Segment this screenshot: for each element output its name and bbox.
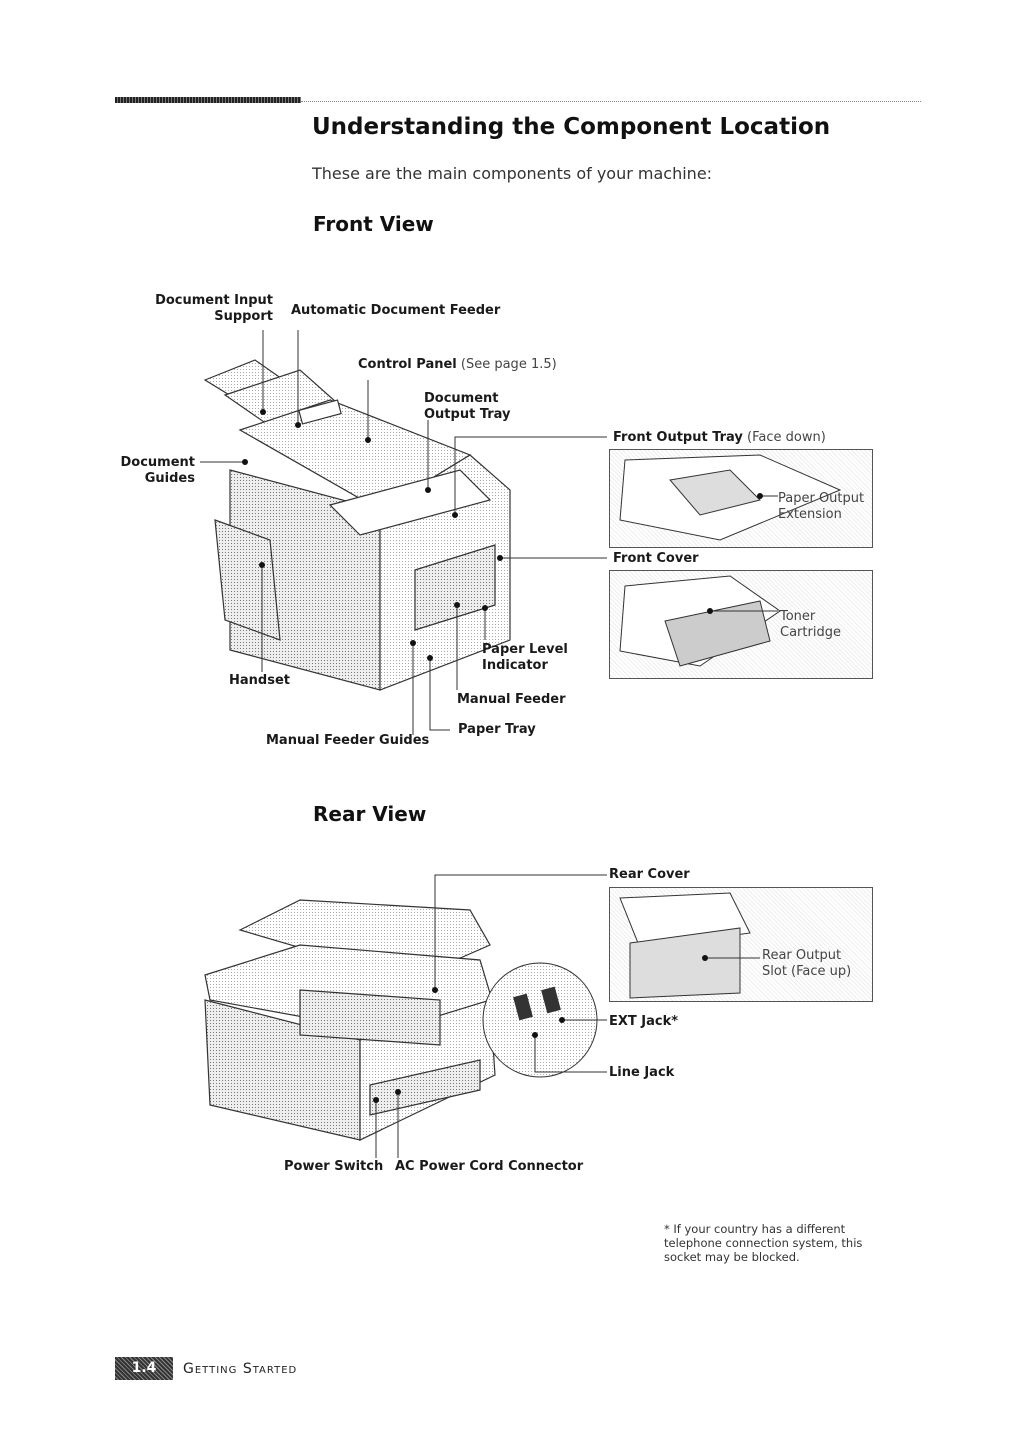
label-toner-2: Cartridge: [780, 625, 841, 640]
front-cover-inset: [609, 570, 873, 679]
page-number-badge: 1.4: [115, 1357, 173, 1380]
rear-callout-dots: [373, 987, 565, 1103]
label-paper-level-1: Paper Level: [482, 642, 568, 657]
front-output-inset: [609, 449, 873, 548]
label-paper-output-extension-1: Paper Output: [778, 491, 865, 506]
header-rule: [301, 101, 921, 102]
label-automatic-document-feeder: Automatic Document Feeder: [291, 303, 501, 318]
rear-callout-lines: [375, 874, 607, 1158]
label-document-output-tray-2: Output Tray: [424, 407, 511, 422]
toner-cartridge-illustration: [619, 575, 781, 667]
label-front-cover: Front Cover: [613, 551, 699, 566]
label-paper-tray: Paper Tray: [458, 722, 536, 737]
label-document-output-tray-1: Document: [424, 391, 499, 406]
label-front-output-tray-note: (Face down): [747, 430, 826, 445]
label-handset: Handset: [229, 673, 290, 688]
jack-callout-circle: [482, 962, 598, 1078]
label-power-switch: Power Switch: [284, 1159, 384, 1174]
front-callout-lines: [200, 330, 607, 735]
footnote: * If your country has a different teleph…: [664, 1222, 862, 1264]
label-document-input-support-2: Support: [214, 309, 273, 324]
paper-output-extension-illustration: [619, 454, 842, 541]
rear-output-slot-illustration: [619, 892, 760, 999]
label-document-guides-2: Guides: [144, 471, 195, 486]
front-view-heading: Front View: [313, 212, 434, 236]
footnote-line-1: * If your country has a different: [664, 1222, 846, 1236]
label-front-output-tray-name: Front Output Tray: [613, 430, 743, 445]
label-front-output-tray: Front Output Tray (Face down): [613, 430, 826, 446]
label-rear-output-2: Slot (Face up): [762, 964, 852, 979]
label-rear-output-1: Rear Output: [762, 948, 842, 963]
label-paper-output-extension-2: Extension: [778, 507, 842, 522]
footnote-line-3: socket may be blocked.: [664, 1250, 800, 1264]
rear-cover-inset: [609, 887, 873, 1002]
label-ext-jack: EXT Jack*: [609, 1014, 679, 1029]
fax-machine-rear: [204, 899, 496, 1141]
label-control-panel: Control Panel (See page 1.5): [358, 357, 557, 373]
rear-view-heading: Rear View: [313, 802, 427, 826]
label-manual-feeder: Manual Feeder: [457, 692, 566, 707]
page-title: Understanding the Component Location: [312, 114, 831, 140]
label-document-guides-1: Document: [120, 455, 195, 470]
header-decor-bar: [115, 97, 301, 103]
label-control-panel-note: (See page 1.5): [460, 357, 557, 372]
label-rear-cover: Rear Cover: [609, 867, 690, 882]
front-callout-dots: [242, 409, 503, 661]
intro-text: These are the main components of your ma…: [312, 164, 713, 183]
label-paper-level-2: Indicator: [482, 658, 548, 673]
label-ac-power-connector: AC Power Cord Connector: [395, 1159, 584, 1174]
label-manual-feeder-guides: Manual Feeder Guides: [266, 733, 430, 748]
label-document-input-support-1: Document Input: [155, 293, 273, 308]
label-line-jack: Line Jack: [609, 1065, 675, 1080]
label-control-panel-name: Control Panel: [358, 357, 457, 372]
label-toner-1: Toner: [780, 609, 816, 624]
footer-section-name: Getting Started: [183, 1361, 298, 1377]
footnote-line-2: telephone connection system, this: [664, 1236, 863, 1250]
